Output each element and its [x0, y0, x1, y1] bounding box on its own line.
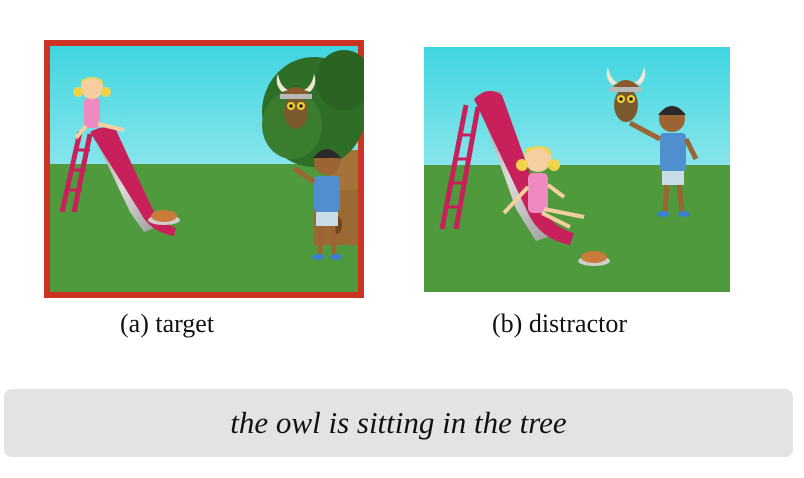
- girl: [73, 77, 125, 140]
- distractor-image[interactable]: [424, 47, 730, 292]
- owl: [276, 74, 316, 129]
- target-sentence: the owl is sitting in the tree: [230, 405, 567, 440]
- caption-distractor: (b) distractor: [492, 309, 628, 338]
- grass: [50, 164, 358, 292]
- boy: [292, 149, 342, 260]
- target-scene: [44, 40, 364, 298]
- owl: [606, 67, 646, 122]
- caption-target: (a) target: [120, 309, 215, 338]
- distractor-scene: [424, 47, 730, 292]
- slide: [59, 127, 176, 236]
- pie: [578, 251, 610, 266]
- pie: [148, 210, 180, 225]
- boy: [628, 106, 699, 217]
- target-image[interactable]: [44, 40, 364, 298]
- grass: [424, 165, 730, 292]
- sentence-box: the owl is sitting in the tree: [4, 389, 793, 457]
- girl: [502, 146, 585, 229]
